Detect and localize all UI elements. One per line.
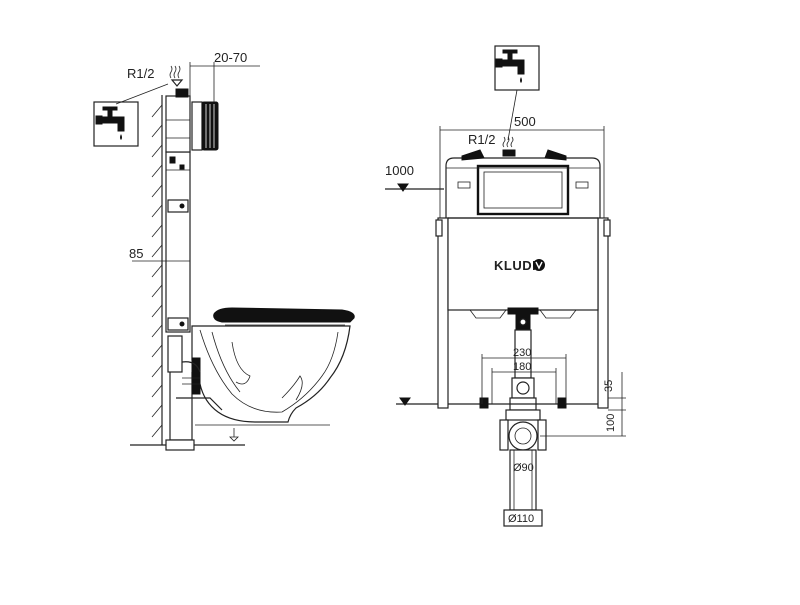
level-marker-icon <box>229 436 239 442</box>
drain-pipe-side <box>165 335 223 451</box>
hot-water-symbol-icon <box>169 65 181 79</box>
front-view: 500 R1/2 1000 <box>385 45 626 527</box>
brand-name: KLUDI <box>494 258 536 273</box>
frame-front <box>435 217 611 409</box>
drain-pipe-front <box>448 329 598 527</box>
offset-100-label: 100 <box>605 414 617 432</box>
water-tap-icon <box>93 101 139 147</box>
installation-frame <box>165 151 191 333</box>
depth-dimension-label: 20-70 <box>214 50 247 65</box>
pipe-110-label: Ø110 <box>508 513 534 525</box>
front-inlet-label: R1/2 <box>468 132 495 147</box>
pipe-90-label: Ø90 <box>513 462 534 474</box>
flush-plate <box>191 101 219 151</box>
height-level-label: 1000 <box>385 163 414 178</box>
toilet-bowl <box>191 325 351 423</box>
inlet-thread-label: R1/2 <box>127 66 154 81</box>
toilet-seat <box>213 307 355 323</box>
hot-water-symbol-icon <box>502 136 514 148</box>
cistern-tank <box>447 217 599 333</box>
cistern-body <box>165 95 191 153</box>
inner-span-label: 180 <box>513 361 531 373</box>
frame-depth-label: 85 <box>129 246 143 261</box>
water-tap-icon <box>494 45 540 91</box>
kludi-logo-icon <box>533 259 545 271</box>
side-view: 20-70 R1/2 85 <box>93 50 355 451</box>
wall-hatch <box>151 95 163 445</box>
cistern-top <box>445 149 601 221</box>
width-dimension-label: 500 <box>514 114 536 129</box>
outer-span-label: 230 <box>513 347 531 359</box>
offset-35-label: 35 <box>603 380 615 392</box>
